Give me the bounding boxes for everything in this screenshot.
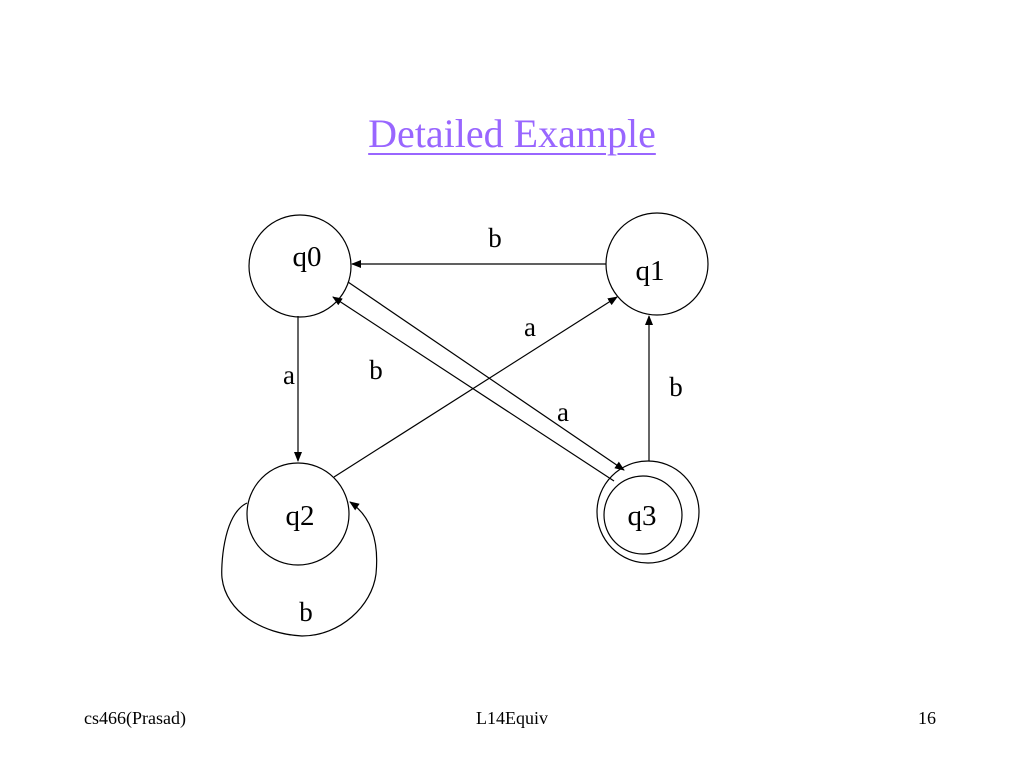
transition-q2-q2: b <box>221 501 378 637</box>
slide-title: Detailed Example <box>368 111 656 156</box>
transition-q1-q0-label: b <box>488 223 502 253</box>
transition-q0-q2-label: a <box>283 360 295 390</box>
state-q1: q1 <box>605 212 709 316</box>
transition-q2-q1-label: a <box>524 312 536 342</box>
state-q2-circle <box>246 462 350 566</box>
state-q3-outer-circle <box>596 460 700 564</box>
transition-q0-q3-arrow <box>347 281 625 471</box>
state-q3-inner-circle <box>603 475 683 555</box>
state-q2: q2 <box>246 462 350 566</box>
transition-q0-q2: a <box>283 316 302 462</box>
footer-course: cs466(Prasad) <box>84 708 186 728</box>
state-q2-label: q2 <box>286 500 315 532</box>
state-q3-label: q3 <box>628 500 657 532</box>
transition-q2-q1: a <box>333 296 618 478</box>
transition-q1-q0: b <box>351 223 606 268</box>
state-q0-label: q0 <box>293 241 322 273</box>
transition-q0-q3: a <box>347 281 625 471</box>
state-q3: q3 <box>596 460 700 564</box>
transition-q3-q0-arrow <box>332 296 615 482</box>
transition-q3-q1-label: b <box>669 372 683 402</box>
footer-lecture: L14Equiv <box>476 708 548 728</box>
footer-page-number: 16 <box>918 708 936 728</box>
state-q1-label: q1 <box>636 255 665 287</box>
transition-q2-q2-loop <box>221 501 378 637</box>
transition-q3-q0: b <box>332 296 615 482</box>
transition-q2-q1-arrow <box>333 296 618 478</box>
state-q0: q0 <box>248 214 352 318</box>
transition-q3-q0-label: b <box>369 355 383 385</box>
transition-q0-q3-label: a <box>557 397 569 427</box>
transition-q2-q2-label: b <box>299 597 313 627</box>
transition-q3-q1: b <box>645 315 683 461</box>
